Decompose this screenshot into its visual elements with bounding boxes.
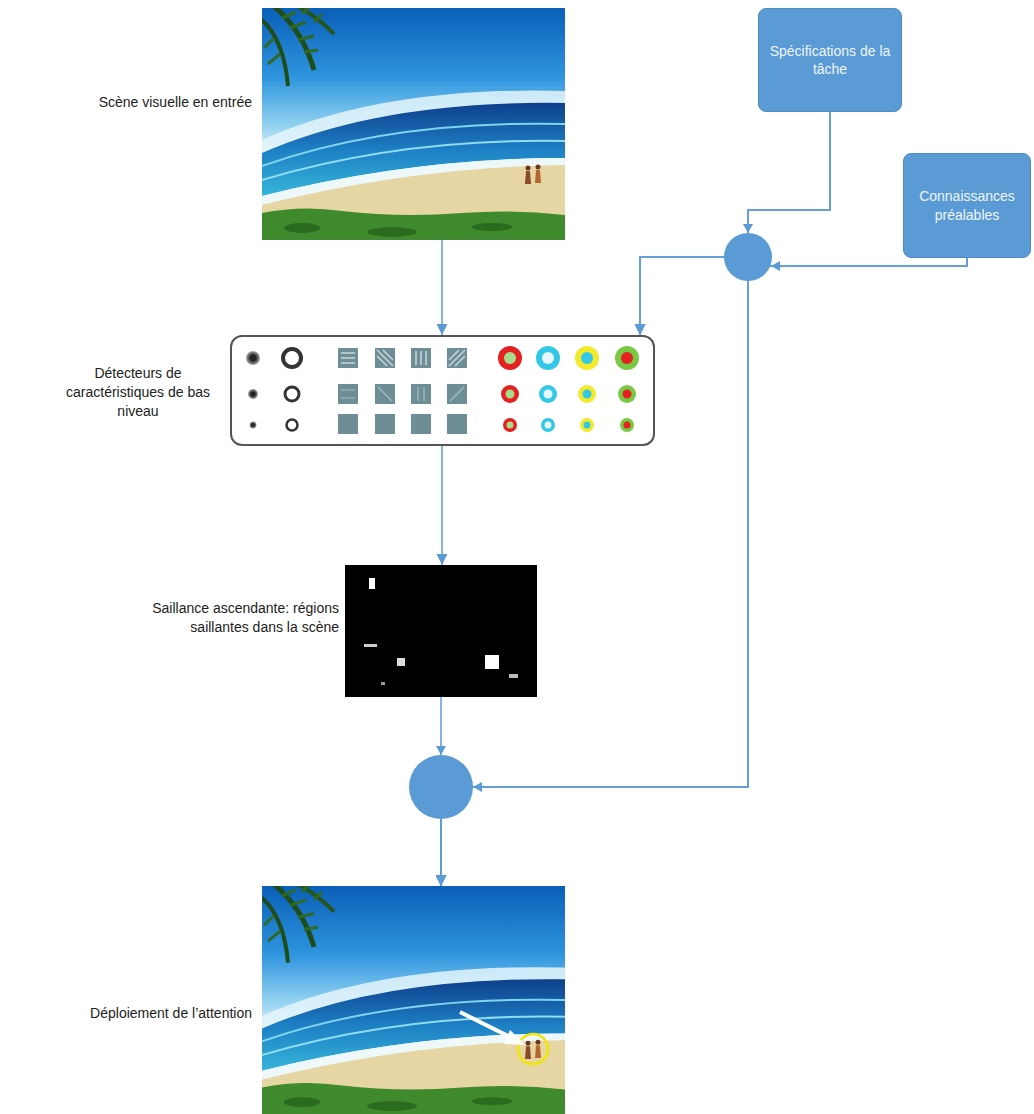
- orientation-filters: [447, 348, 467, 368]
- attention-photo: [504, 1030, 526, 1045]
- saliency-map: [345, 565, 537, 697]
- orientation-filters: [375, 348, 395, 368]
- orientation-filters: [447, 414, 467, 434]
- feature-detector-panel: [231, 336, 654, 445]
- combine-circle: [409, 755, 473, 819]
- orientation-filters: [449, 350, 465, 366]
- photo-node: Déploiement de l’attention: [262, 886, 565, 1114]
- orientation-filters: [378, 387, 392, 401]
- orientation-filters: [338, 348, 467, 434]
- color-opponent-filters: [618, 385, 636, 403]
- side-label: Scène visuelle en entrée: [99, 93, 252, 112]
- orientation-filters: [375, 384, 395, 404]
- feature-detector-panel: [283, 349, 301, 367]
- combine-circle: [473, 782, 482, 792]
- flow-arrow: [441, 446, 443, 565]
- combine-circle: [724, 233, 772, 281]
- color-opponent-filters: [501, 385, 519, 403]
- flow-arrow: [441, 240, 443, 335]
- feature-detector-panel: [248, 389, 258, 399]
- feature-detector-panel: [246, 351, 260, 365]
- orientation-filters: [411, 384, 431, 404]
- color-opponent-filters: [544, 390, 553, 399]
- saliency-map: [381, 682, 385, 685]
- orientation-filters: [341, 390, 355, 398]
- color-opponent-filters: [498, 346, 522, 370]
- saliency-map: [397, 658, 405, 666]
- box-text: Connaissances préalables: [912, 187, 1022, 223]
- color-opponent-filters: [620, 418, 634, 432]
- input-box: Spécifications de la tâche: [758, 8, 902, 112]
- orientation-filters: [418, 387, 424, 401]
- orientation-filters: [411, 348, 431, 368]
- color-opponent-filters: [575, 346, 599, 370]
- saliency-map: [485, 655, 499, 669]
- feature-detector-panel: [250, 422, 257, 429]
- combine-circle: [724, 224, 780, 281]
- orientation-filters: [447, 384, 467, 404]
- attention-photo: [460, 1012, 514, 1039]
- combine-circle: [743, 224, 753, 233]
- orientation-filters: [450, 387, 464, 401]
- orientation-filters: [338, 414, 358, 434]
- orientation-filters: [338, 348, 358, 368]
- combine-circle: [409, 746, 482, 819]
- orientation-filters: [411, 414, 431, 434]
- color-opponent-filters: [498, 346, 639, 432]
- color-opponent-filters: [578, 385, 596, 403]
- feature-detector-panel: [287, 420, 298, 431]
- attention-photo: [262, 881, 565, 1114]
- color-opponent-filters: [541, 418, 555, 432]
- color-opponent-filters: [584, 422, 591, 429]
- color-opponent-filters: [615, 346, 639, 370]
- color-opponent-filters: [504, 352, 516, 364]
- attention-photo: [262, 881, 565, 1114]
- saliency-map: [369, 578, 375, 589]
- feature-detector-panel: [285, 387, 299, 401]
- orientation-filters: [375, 414, 395, 434]
- color-opponent-filters: [583, 390, 592, 399]
- attention-photo: [518, 1034, 548, 1064]
- combine-circle: [771, 261, 780, 271]
- saliency-map: [509, 674, 518, 678]
- flow-arrow: [640, 257, 967, 335]
- input-box: Connaissances préalables: [903, 153, 1031, 258]
- side-label: Déploiement de l’attention: [90, 1004, 252, 1023]
- color-opponent-filters: [503, 418, 517, 432]
- color-opponent-filters: [536, 346, 560, 370]
- color-opponent-filters: [506, 390, 515, 399]
- box-text: Spécifications de la tâche: [767, 42, 893, 78]
- side-label: Détecteurs de caractéristiques de bas ni…: [52, 364, 224, 421]
- detector-panel: Détecteurs de caractéristiques de bas ni…: [230, 335, 655, 446]
- color-opponent-filters: [542, 352, 554, 364]
- orientation-filters: [377, 350, 393, 366]
- side-label: Saillance ascendante: régions saillantes…: [117, 599, 339, 637]
- beach-photo: [262, 3, 565, 240]
- orientation-filters: [341, 353, 355, 363]
- orientation-filters: [338, 384, 358, 404]
- color-opponent-filters: [623, 390, 632, 399]
- color-opponent-filters: [621, 352, 633, 364]
- saliency-map: [345, 565, 537, 697]
- color-opponent-filters: [624, 422, 631, 429]
- saliency-node: Saillance ascendante: régions saillantes…: [345, 565, 537, 697]
- flow-arrow: [640, 112, 830, 335]
- color-opponent-filters: [507, 422, 514, 429]
- orientation-filters: [416, 351, 426, 365]
- color-opponent-filters: [581, 352, 593, 364]
- combine-circle: [436, 746, 446, 755]
- color-opponent-filters: [580, 418, 594, 432]
- beach-photo: [262, 3, 565, 240]
- saliency-map: [364, 644, 377, 647]
- feature-detector-panel: [231, 336, 654, 445]
- color-opponent-filters: [539, 385, 557, 403]
- photo-node: Scène visuelle en entrée: [262, 8, 565, 240]
- color-opponent-filters: [545, 422, 552, 429]
